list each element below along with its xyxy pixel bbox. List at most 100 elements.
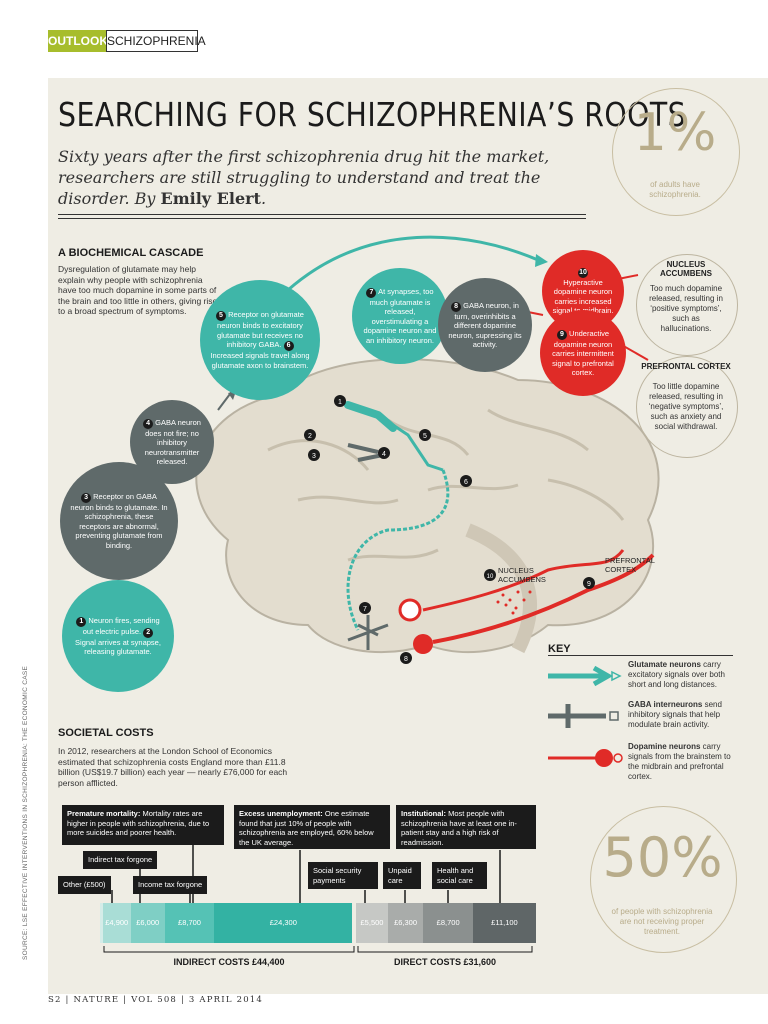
cost-segment — [100, 903, 103, 943]
svg-text:6: 6 — [464, 479, 468, 486]
cost-segment: £5,500 — [356, 903, 388, 943]
prefrontal-text: Too little dopamine released, resulting … — [648, 382, 724, 431]
label-health: Health and social care — [432, 862, 487, 889]
step-text-8: GABA neuron, in turn, overinhibits a dif… — [448, 300, 522, 350]
cost-segment: £11,100 — [472, 903, 536, 943]
arrow-6-10 — [287, 235, 539, 292]
label-premature: Premature mortality: Mortality rates are… — [62, 805, 224, 845]
cost-segment: £6,300 — [387, 903, 424, 943]
direct-total: DIRECT COSTS £31,600 — [393, 957, 497, 967]
step-num-2: 2 — [143, 627, 154, 638]
svg-text:7: 7 — [363, 606, 367, 613]
cost-brackets — [103, 946, 533, 953]
label-unpaid: Unpaid care — [383, 862, 421, 889]
cost-segment: £4,900 — [102, 903, 131, 943]
indirect-total: INDIRECT COSTS £44,400 — [173, 957, 285, 967]
step-text-5: Receptor on glutamate neuron binds to ex… — [217, 310, 304, 349]
step-num-8: 8 — [451, 301, 462, 312]
brain-label-prefrontal: PREFRONTAL CORTEX — [605, 556, 655, 574]
label-income-tax: Income tax forgone — [133, 876, 208, 894]
step-text-3: Receptor on GABA neuron binds to glutama… — [70, 491, 168, 550]
stat-bottom-value: 50% — [602, 826, 723, 889]
brainstem — [465, 523, 537, 654]
step-text-2: Signal arrives at synapse, releasing glu… — [75, 637, 161, 657]
page-title: SEARCHING FOR SCHIZOPHRENIA’S ROOTS — [58, 95, 687, 134]
step-bubble-4: 4 GABA neuron does not fire; no inhibito… — [130, 400, 214, 484]
stat-top-label: of adults have schizophrenia. — [649, 180, 701, 199]
subtitle: Sixty years after the first schizophreni… — [58, 146, 598, 209]
title-rule-2 — [58, 218, 586, 219]
glutamate-body-top — [344, 401, 397, 432]
step-bubble-5-6: 5 Receptor on glutamate neuron binds to … — [200, 280, 320, 400]
outlook-tag: OUTLOOK — [48, 30, 108, 52]
svg-text:10: 10 — [487, 574, 494, 580]
dopamine-neuron-1 — [398, 598, 422, 622]
step-text-1: Neuron fires, sending out electric pulse… — [82, 615, 160, 636]
svg-text:5: 5 — [423, 433, 427, 440]
stat-circle-bottom — [590, 806, 737, 953]
arrow-6-10-head — [535, 254, 548, 267]
stat-top-value: 1% — [633, 103, 717, 163]
stat-bottom-label: of people with schizophrenia are not rec… — [611, 907, 713, 936]
gaba-neuron-bottom — [347, 615, 389, 650]
step-num-7: 7 — [366, 287, 377, 298]
stat-circle-top — [612, 88, 740, 216]
label-indirect-tax: Indirect tax forgone — [83, 851, 158, 869]
step-text-6: Increased signals travel along glutamate… — [210, 351, 310, 370]
step-bubble-1-2: 1 Neuron fires, sending out electric pul… — [62, 580, 174, 692]
cost-segment: £24,300 — [214, 903, 353, 943]
step-text-4: GABA neuron does not fire; no inhibitory… — [144, 417, 201, 467]
label-unemployment: Excess unemployment: One estimate found … — [234, 805, 390, 849]
svg-text:8: 8 — [404, 656, 408, 663]
svg-text:4: 4 — [382, 451, 386, 458]
cascade-intro: Dysregulation of glutamate may help expl… — [58, 264, 218, 316]
step-num-9: 9 — [556, 329, 567, 340]
brain-folds — [267, 408, 625, 562]
nucleus-circle — [636, 254, 738, 356]
key-dopamine: Dopamine neurons carry signals from the … — [628, 742, 731, 781]
glutamate-key-icon — [548, 665, 614, 687]
svg-text:9: 9 — [587, 581, 591, 588]
key-rule — [548, 655, 733, 656]
label-institutional: Institutional: Most people with schizoph… — [396, 805, 536, 849]
cost-segment: £6,000 — [130, 903, 165, 943]
nucleus-dots — [496, 590, 532, 615]
key-gaba: GABA interneurons send inhibitory signal… — [628, 700, 722, 729]
prefrontal-title: PREFRONTAL CORTEX — [641, 362, 731, 371]
section-tag: SCHIZOPHRENIA — [106, 30, 206, 52]
cost-segment: £8,700 — [164, 903, 215, 943]
step-text-9: Underactive dopamine neuron carries inte… — [552, 328, 614, 378]
dopamine-axon-1 — [422, 549, 625, 612]
step-bubble-8: 8 GABA neuron, in turn, overinhibits a d… — [438, 278, 532, 372]
gaba-key-icon — [548, 704, 606, 728]
key-heading: KEY — [548, 643, 571, 655]
step-num-10: 10 — [578, 267, 588, 278]
page-footer: S2 | NATURE | VOL 508 | 3 APRIL 2014 — [48, 995, 264, 1005]
societal-heading: SOCIETAL COSTS — [58, 727, 154, 739]
subtitle-text: Sixty years after the first schizophreni… — [58, 147, 550, 208]
title-rule-1 — [58, 214, 586, 215]
step-num-6: 6 — [283, 341, 294, 351]
key-icons — [548, 665, 623, 767]
key-glutamate: Glutamate neurons carry excitatory signa… — [628, 660, 725, 689]
cascade-heading: A BIOCHEMICAL CASCADE — [58, 247, 204, 259]
step-num-3: 3 — [81, 492, 92, 503]
glutamate-axon-long — [346, 469, 450, 631]
nucleus-text: Too much dopamine released, resulting in… — [649, 284, 723, 333]
svg-text:3: 3 — [312, 453, 316, 460]
author-name: Emily Elert — [160, 189, 261, 208]
label-other: Other (£500) — [58, 876, 111, 894]
source-note: SOURCE: LSE EFFECTIVE INTERVENTIONS IN S… — [22, 665, 29, 960]
subtitle-end: . — [260, 189, 267, 208]
nucleus-title: NUCLEUS ACCUMBENS — [660, 260, 712, 278]
brain-step-markers: 1 2 3 4 5 6 7 8 9 10 — [304, 395, 595, 664]
svg-text:2: 2 — [308, 433, 312, 440]
label-social-security: Social security payments — [308, 862, 378, 889]
step-num-5: 5 — [216, 311, 226, 321]
svg-text:1: 1 — [338, 399, 342, 406]
step-bubble-7: 7 At synapses, too much glutamate is rel… — [352, 268, 448, 364]
cost-segment: £8,700 — [423, 903, 473, 943]
prefrontal-circle — [636, 356, 738, 458]
step-num-1: 1 — [76, 616, 87, 627]
step-bubble-9: 9 Underactive dopamine neuron carries in… — [540, 310, 626, 396]
